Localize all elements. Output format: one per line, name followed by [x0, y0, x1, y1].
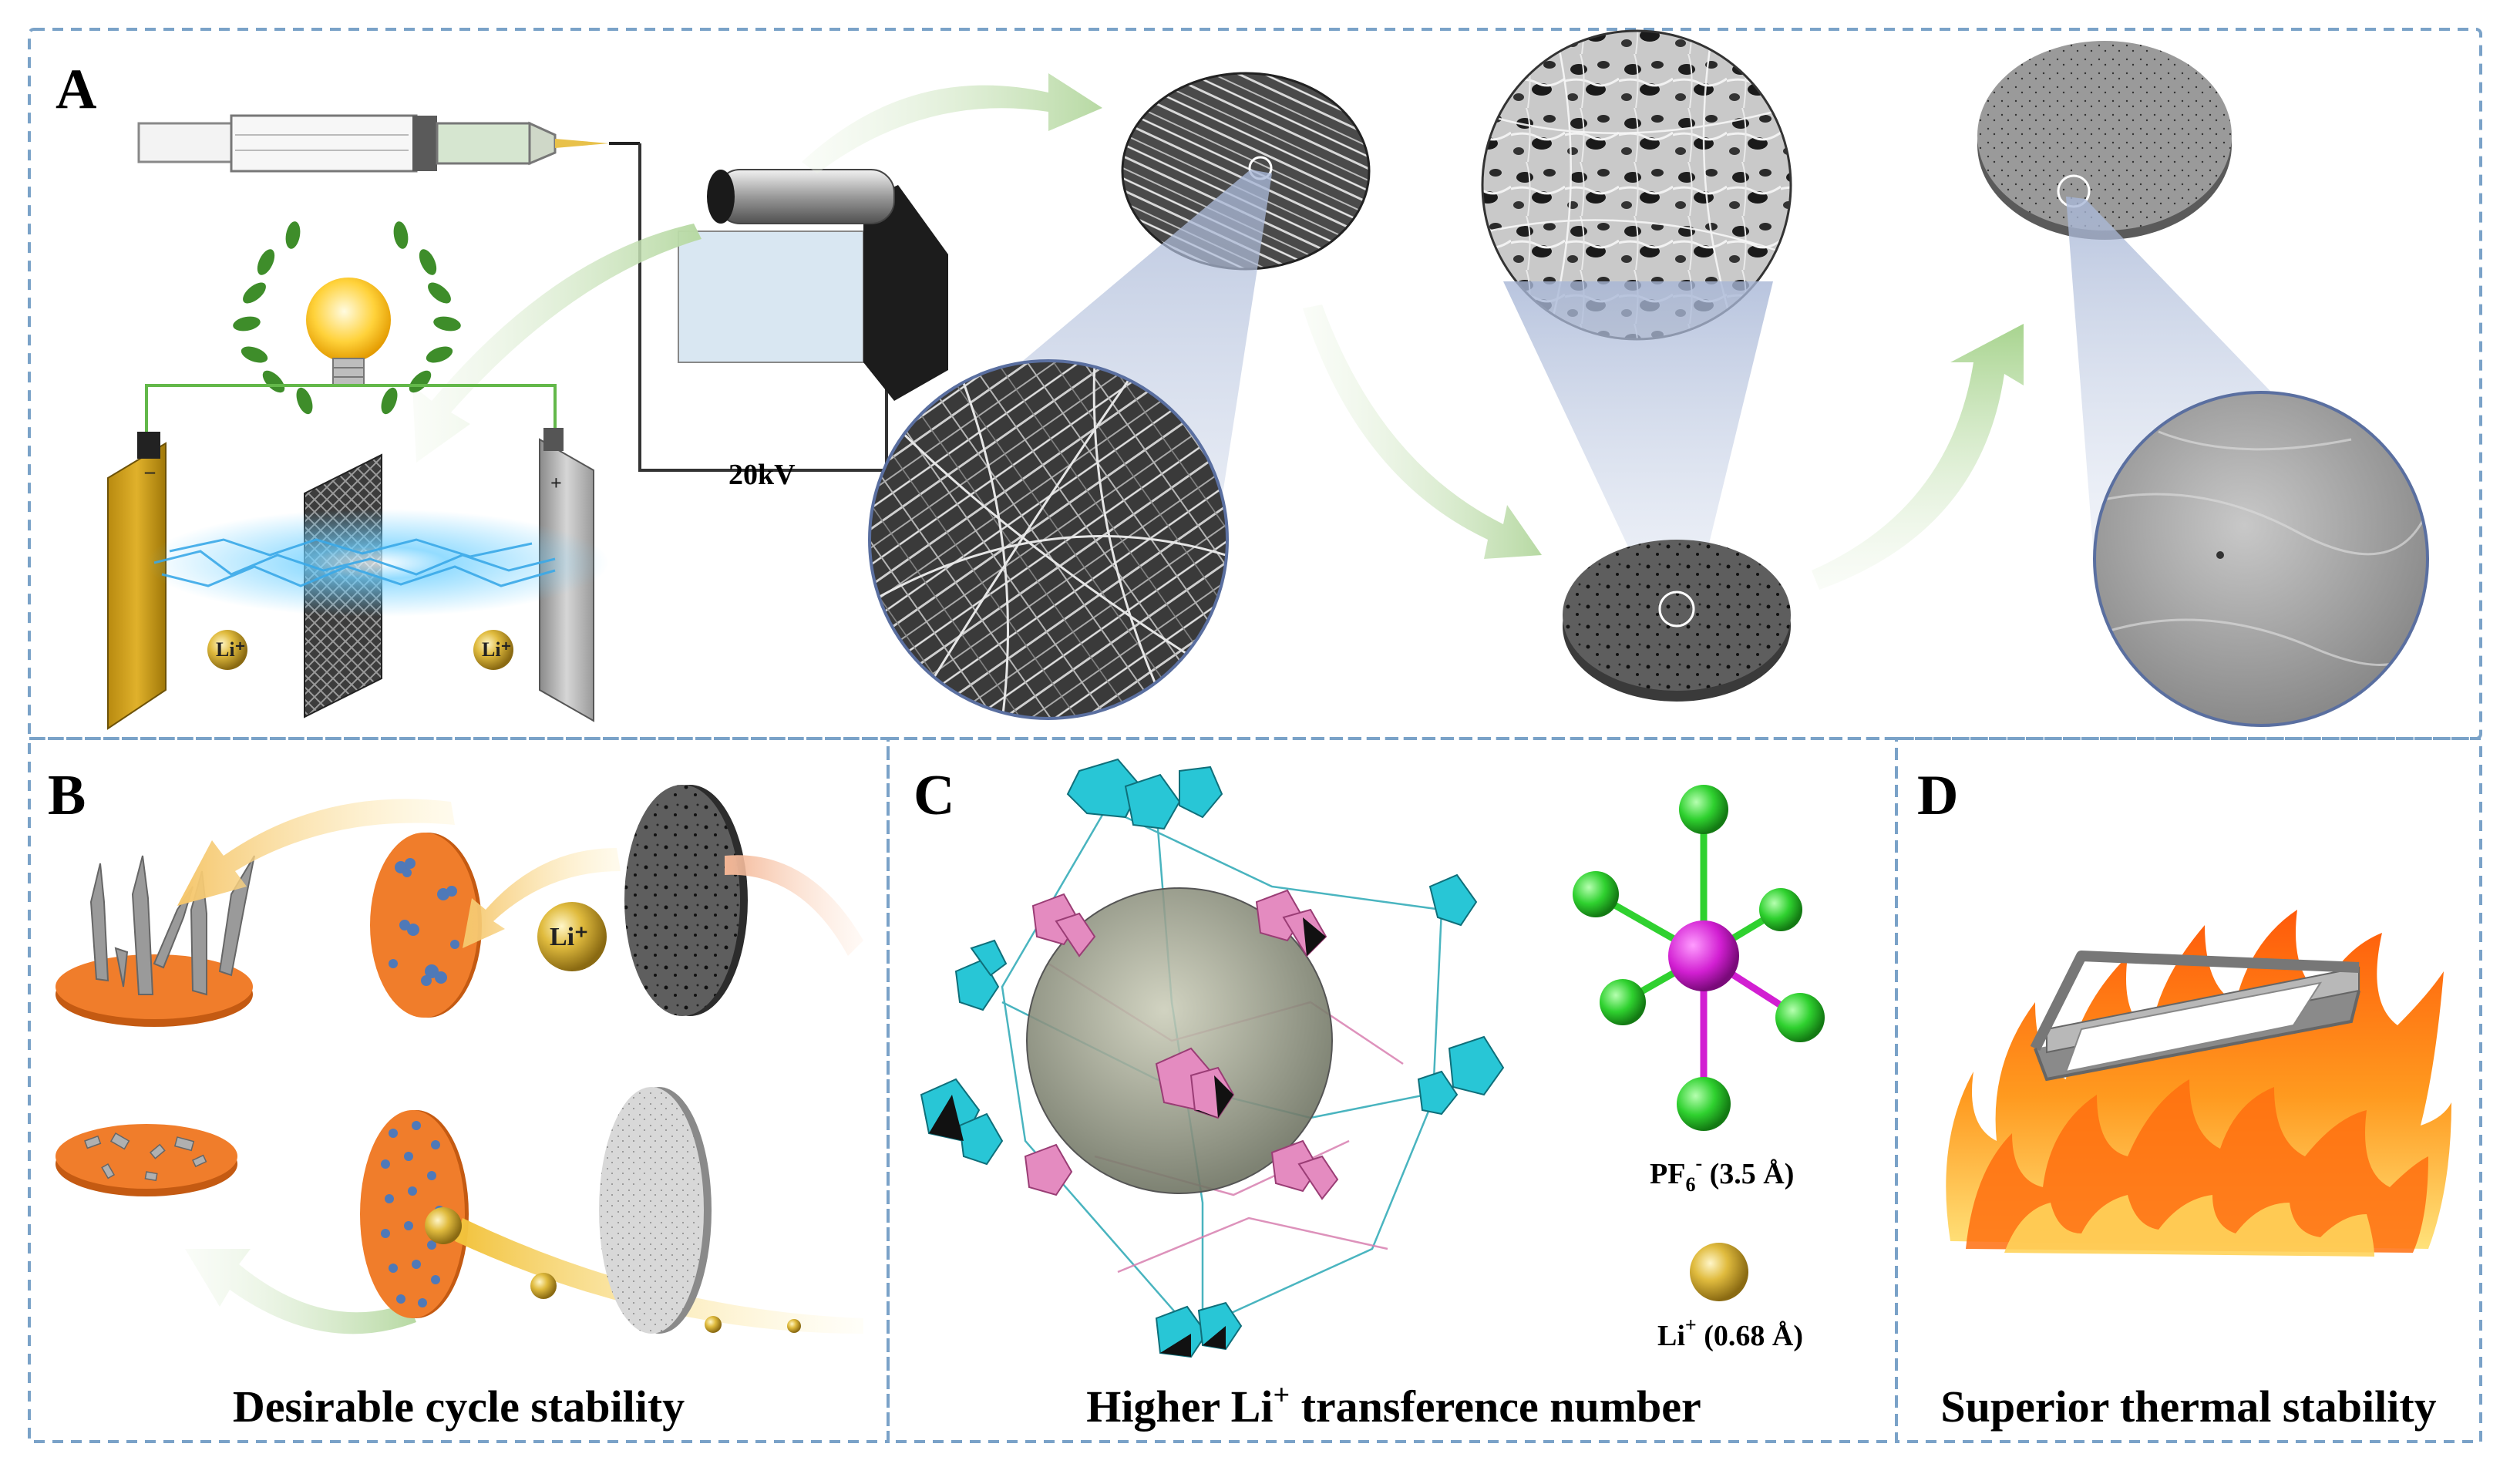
panel-d: D Superior thermal stability	[1917, 764, 2451, 1432]
panel-b-letter: B	[48, 764, 86, 827]
panel-b-border	[28, 737, 890, 1443]
pf6-label: PF6- (3.5 Å)	[1650, 1152, 1794, 1196]
zoom-cone-porous	[1503, 281, 1773, 613]
panel-d-letter: D	[1917, 764, 1958, 827]
arrow-drum-to-fiber-disc	[802, 73, 1102, 173]
light-bulb-icon	[306, 278, 391, 387]
sem-image-dense-surface	[2093, 391, 2429, 727]
panel-b: B	[48, 764, 863, 1432]
arrow-separator-input	[725, 855, 863, 956]
panel-a-letter: A	[56, 58, 96, 121]
arrow-stable-cycling	[185, 1249, 416, 1334]
li-ion-label-left: Li⁺	[216, 638, 245, 661]
panel-borders	[28, 28, 2482, 1443]
sem-image-nanofibers	[868, 359, 1229, 720]
battery-cell: – + Li⁺ Li⁺	[107, 221, 609, 730]
dendrite-electrode	[56, 855, 255, 1027]
li-ion-label-right: Li⁺	[482, 638, 511, 661]
arrow-porous-to-dense	[1812, 324, 2024, 590]
panel-a: A 20kV	[56, 29, 2429, 730]
collector-drum	[678, 169, 948, 401]
panel-c-caption: Higher Li+ transference number	[1086, 1379, 1701, 1432]
anode-plate	[107, 442, 167, 730]
cyan-metal-clusters	[920, 758, 1505, 1358]
panel-c: C	[914, 758, 1825, 1432]
modified-separator	[599, 1087, 712, 1334]
dense-membrane-disc	[1977, 41, 2232, 240]
panel-d-border	[1895, 737, 2482, 1443]
circuit-wire	[145, 384, 557, 447]
syringe-illustration	[137, 114, 640, 173]
lithium-dendrites	[89, 855, 255, 996]
pf6-subscript: 6	[1685, 1173, 1695, 1196]
anode-with-uniform-li	[360, 1110, 469, 1318]
li-ion-sphere-b: Li⁺	[537, 902, 607, 971]
panel-b-caption: Desirable cycle stability	[233, 1381, 685, 1432]
porous-membrane-disc	[1563, 540, 1791, 702]
li-size-label: Li+ (0.68 Å)	[1657, 1314, 1803, 1352]
li-ion-sphere-c	[1690, 1243, 1748, 1301]
smooth-electrode	[56, 1124, 237, 1196]
pf6-anion-model	[1573, 785, 1825, 1131]
li-ion-sphere-left: Li⁺	[207, 630, 247, 670]
pink-metal-clusters	[1024, 889, 1339, 1200]
arrow-li-deposition	[463, 848, 621, 948]
panel-d-caption: Superior thermal stability	[1940, 1381, 2436, 1432]
electric-discharge	[146, 509, 609, 617]
voltage-label: 20kV	[728, 459, 796, 491]
panel-c-letter: C	[914, 764, 954, 827]
li-ion-label-b: Li⁺	[550, 923, 588, 951]
separator-sheet-on-fire	[2030, 951, 2360, 1082]
mof-framework	[920, 758, 1505, 1358]
panel-a-border	[28, 28, 2482, 740]
li-ion-sphere-right: Li⁺	[473, 630, 513, 670]
conventional-separator	[624, 785, 748, 1016]
arrow-fiber-to-porous	[1303, 305, 1542, 559]
laurel-wreath-icon	[233, 221, 461, 415]
arrow-dendrite-growth	[177, 799, 455, 906]
lightning-strands	[153, 538, 556, 587]
anode-minus-sign: –	[144, 460, 156, 483]
cathode-plus-sign: +	[550, 472, 562, 494]
panel-c-caption-sup: +	[1273, 1379, 1290, 1412]
li-superscript: +	[1685, 1314, 1697, 1336]
arrow-drum-to-battery	[412, 224, 702, 463]
pf6-superscript: -	[1695, 1152, 1702, 1174]
pore-cage-sphere	[1026, 887, 1333, 1194]
anode-with-li-clusters	[370, 833, 482, 1018]
